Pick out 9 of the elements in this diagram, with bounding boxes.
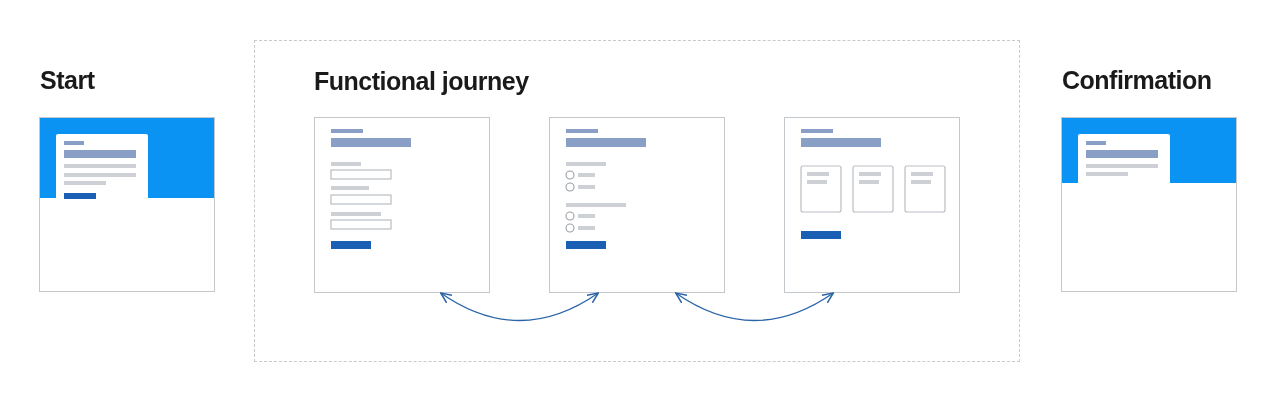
page-heading: Confirmation (1062, 66, 1212, 95)
choice-page-wireframe-drawing (549, 117, 725, 293)
cards-page-wireframe-drawing (784, 117, 960, 293)
double-arrow (439, 292, 600, 322)
double-arrow (674, 292, 835, 322)
form-page-wireframe-drawing (314, 117, 490, 293)
group-frame (254, 40, 1020, 362)
page-heading: Start (40, 66, 95, 95)
group-title: Functional journey (314, 67, 529, 96)
